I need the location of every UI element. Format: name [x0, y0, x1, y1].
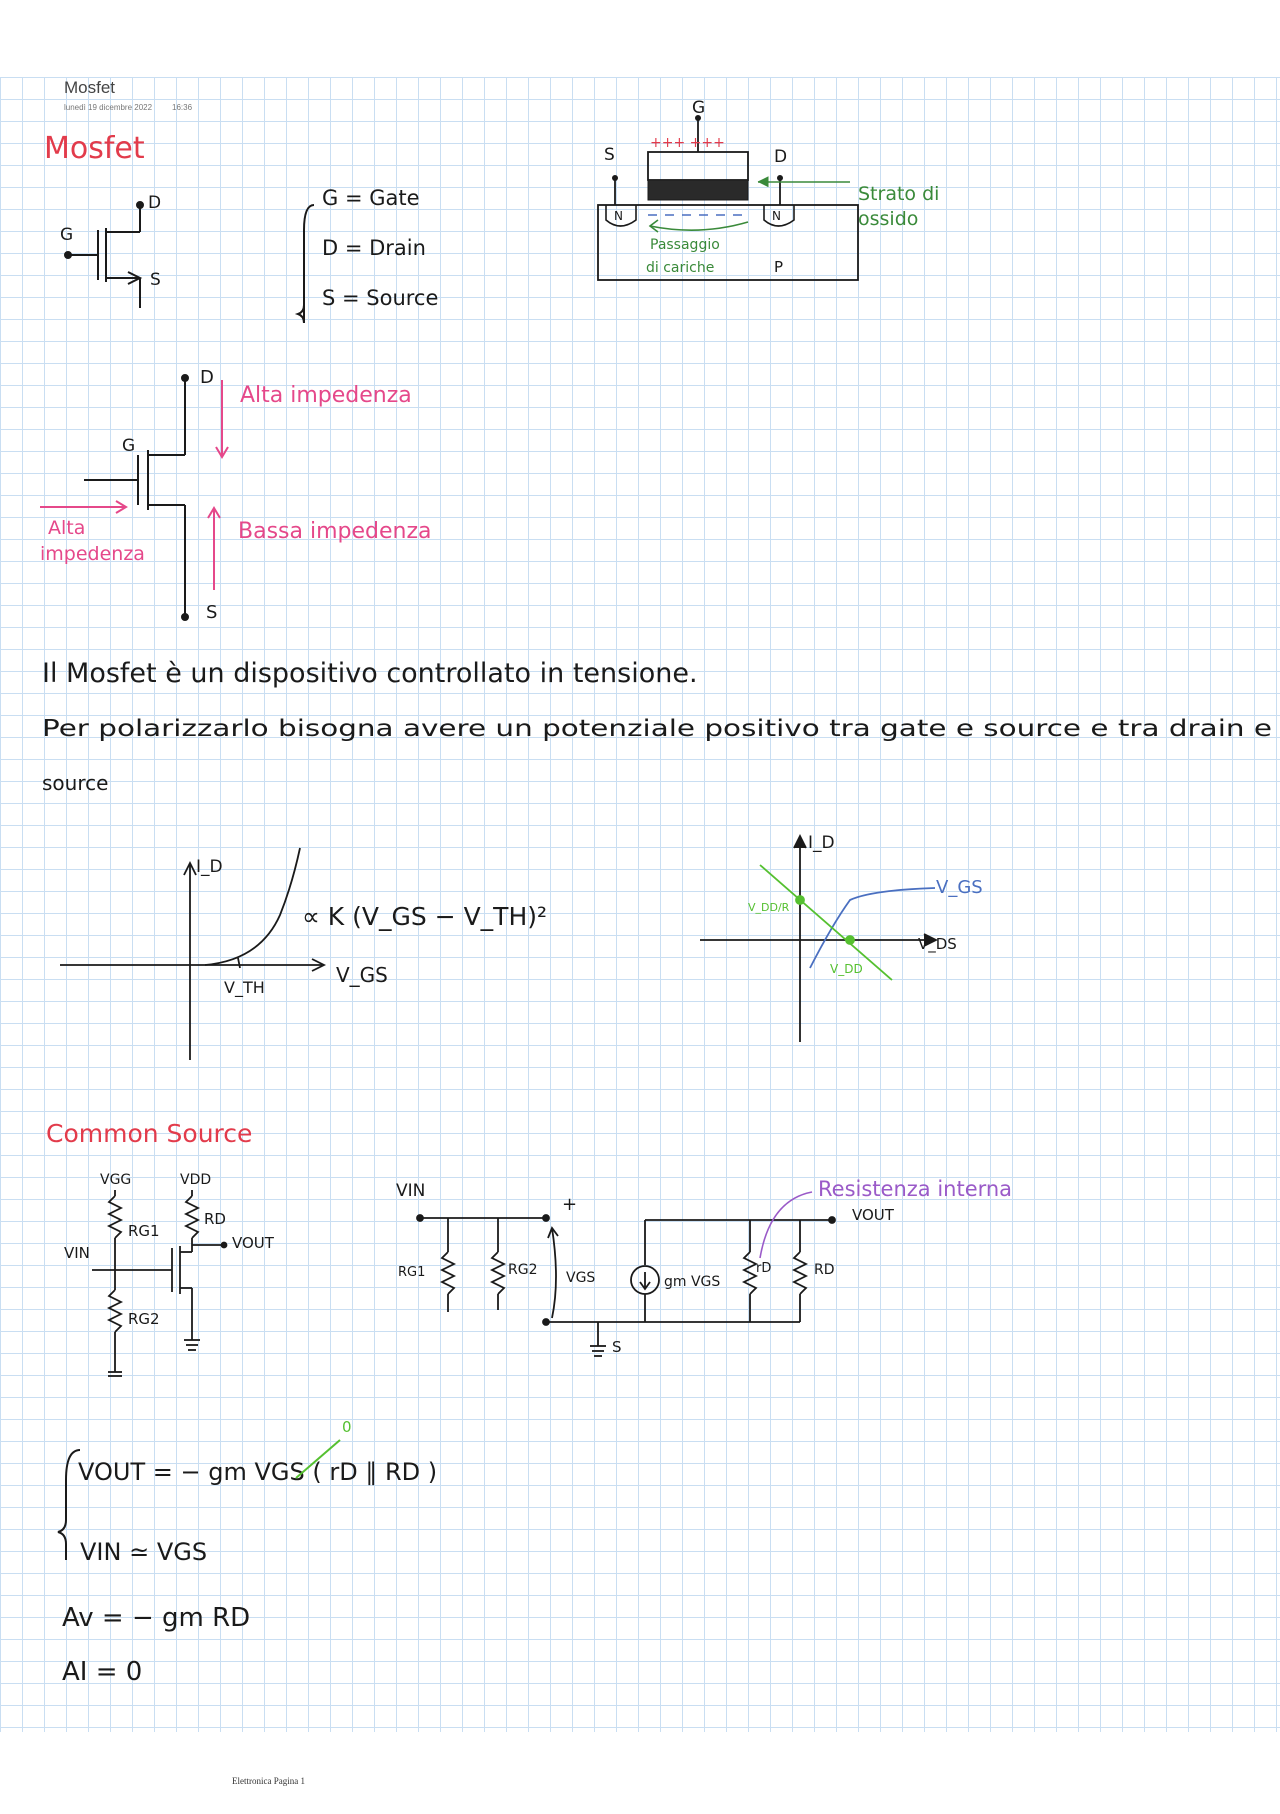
model-rint-note: Resistenza interna — [818, 1177, 1012, 1201]
model-s-label: S — [612, 1338, 622, 1356]
text-line-3: source — [42, 771, 108, 795]
equations-brace — [57, 1449, 81, 1560]
page-title: Mosfet — [64, 78, 116, 97]
grid-paper — [0, 77, 1280, 1732]
cs-rd-label: RD — [204, 1210, 226, 1228]
legend-brace — [294, 204, 315, 324]
model-plus-label: + — [562, 1194, 577, 1215]
xsec-substrate-label: P — [774, 258, 783, 276]
eq-ai: AI = 0 — [62, 1657, 142, 1687]
model-vin-label: VIN — [396, 1181, 425, 1201]
graph1-threshold-label: V_TH — [224, 978, 265, 998]
xsec-drain-label: D — [774, 147, 787, 167]
page-date: lunedì 19 dicembre 2022 — [64, 103, 153, 112]
common-source-circuit — [92, 1190, 228, 1377]
mosfet-cross-section — [597, 115, 859, 281]
section-title-common-source: Common Source — [46, 1119, 252, 1148]
model-rg1-label: RG1 — [398, 1265, 425, 1280]
cs-vin-label: VIN — [64, 1244, 90, 1262]
legend-source: S = Source — [322, 286, 438, 310]
oxide-note-line1: Strato di — [858, 183, 939, 205]
model-vout-label: VOUT — [852, 1206, 895, 1224]
graph2-y-label: I_D — [808, 833, 835, 853]
eq-vin: VIN ≃ VGS — [80, 1538, 207, 1566]
imp-d-label: D — [200, 367, 214, 388]
legend-drain: D = Drain — [322, 236, 426, 260]
eq-av: Av = − gm RD — [62, 1603, 250, 1633]
eq-vout: VOUT = − gm VGS ( rD ∥ RD ) — [78, 1458, 437, 1486]
model-vgs-label: VGS — [566, 1270, 595, 1286]
channel-note-line2: di cariche — [646, 260, 714, 276]
high-imp-gate-label-1: Alta — [48, 517, 85, 539]
section-title-mosfet: Mosfet — [44, 131, 145, 166]
oxide-note-line2: ossido — [858, 208, 918, 230]
cs-rg2-label: RG2 — [128, 1310, 160, 1328]
xsec-charges: +++ +++ — [650, 135, 725, 151]
cs-rg1-label: RG1 — [128, 1222, 160, 1240]
graph-id-vds — [700, 833, 939, 1042]
symbol-g-label: G — [60, 225, 73, 245]
graph2-x-label: V_DS — [918, 935, 957, 954]
legend-gate: G = Gate — [322, 186, 420, 210]
symbol-s-label: S — [150, 270, 161, 290]
graph-id-vgs — [60, 847, 327, 1060]
xsec-source-label: S — [604, 145, 615, 165]
model-source-label: gm VGS — [664, 1274, 720, 1290]
xsec-gate-label: G — [692, 98, 705, 118]
imp-g-label: G — [122, 436, 135, 456]
high-imp-drain-label: Alta impedenza — [240, 383, 412, 408]
eq-strike-mark: 0 — [342, 1418, 352, 1436]
model-rg2-label: RG2 — [508, 1262, 537, 1278]
impedance-arrows — [40, 380, 229, 590]
cs-vdd-label: VDD — [180, 1172, 211, 1188]
text-line-1: Il Mosfet è un dispositivo controllato i… — [42, 658, 698, 689]
graph2-load-y-label: V_DD/R — [748, 901, 790, 914]
graph1-formula: ∝ K (V_GS − V_TH)² — [302, 902, 547, 931]
xsec-n-right: N — [772, 209, 781, 223]
page-time: 16:36 — [172, 103, 193, 112]
cs-vout-label: VOUT — [232, 1234, 275, 1252]
graph1-x-label: V_GS — [336, 963, 388, 987]
small-signal-model — [416, 1214, 836, 1357]
graph2-load-x-label: V_DD — [830, 962, 863, 976]
low-imp-source-label: Bassa impedenza — [238, 519, 432, 544]
text-line-2: Per polarizzarlo bisogna avere un potenz… — [42, 716, 1272, 742]
symbol-d-label: D — [148, 193, 161, 213]
model-rd-label: RD — [814, 1262, 835, 1278]
model-rint-label: rD — [756, 1261, 771, 1276]
graph2-curve-label: V_GS — [936, 877, 983, 898]
cs-vgg-label: VGG — [100, 1172, 131, 1188]
page-footer: Elettronica Pagina 1 — [232, 1776, 305, 1786]
impedance-diagram — [84, 374, 189, 621]
xsec-n-left: N — [614, 209, 623, 223]
rint-pointer — [759, 1191, 813, 1259]
eq-strike-line — [295, 1439, 341, 1479]
channel-note-line1: Passaggio — [650, 237, 720, 253]
imp-s-label: S — [206, 602, 217, 623]
mosfet-symbol — [64, 201, 144, 308]
graph1-y-label: I_D — [196, 857, 223, 877]
high-imp-gate-label-2: impedenza — [40, 543, 145, 565]
